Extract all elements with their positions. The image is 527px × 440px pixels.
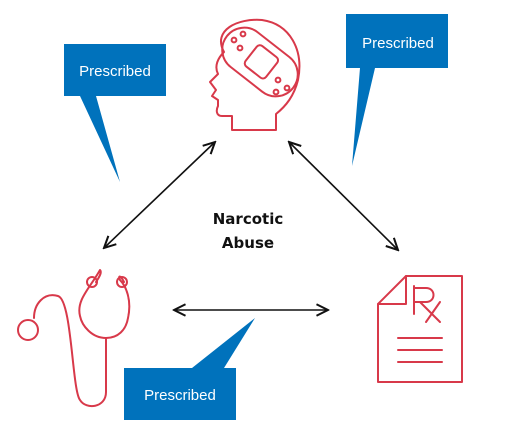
callout-shape — [346, 14, 448, 166]
callout-shape — [124, 318, 255, 420]
callout-label: Prescribed — [79, 63, 151, 80]
callout-shape — [64, 44, 166, 182]
arrow-doctor-patient — [104, 142, 215, 248]
prescription-rx-icon — [377, 275, 463, 383]
center-label-line2: Abuse — [222, 234, 274, 252]
callout-label: Prescribed — [362, 35, 434, 52]
callout-top-left: Prescribed — [64, 44, 166, 182]
head-with-bandage-icon — [209, 18, 301, 131]
callout-top-right: Prescribed — [346, 14, 448, 166]
callout-label: Prescribed — [144, 387, 216, 404]
arrow-patient-pharmacy — [289, 142, 398, 250]
callout-bottom: Prescribed — [124, 318, 255, 420]
stethoscope-icon — [17, 269, 131, 408]
center-label-line1: Narcotic — [213, 210, 283, 228]
